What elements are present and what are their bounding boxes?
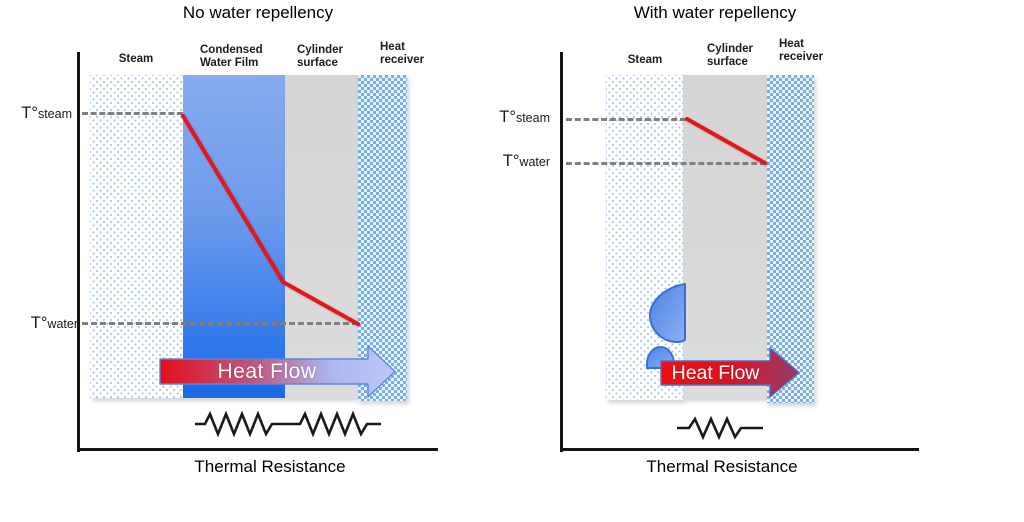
left-tsteam-dashed-line	[82, 112, 183, 115]
right-heat-flow-arrow	[660, 347, 800, 398]
right-heat-receiver-layer	[767, 75, 814, 403]
left-twater-dashed-line	[82, 322, 358, 325]
right-heat-flow-label: Heat Flow	[671, 362, 760, 384]
left-heat-flow-arrow	[159, 345, 396, 398]
left-temperature-profile-line	[181, 114, 360, 326]
right-twater-dashed-line	[566, 162, 766, 165]
left-twater-label: T°water	[30, 314, 78, 332]
left-x-axis	[77, 448, 438, 451]
left-heat-receiver-layer	[358, 75, 407, 401]
right-x-axis-label: Thermal Resistance	[646, 457, 798, 476]
right-steam-layer	[606, 75, 683, 400]
left-film-label: Condensed Water Film	[200, 44, 263, 69]
right-tsteam-dashed-line	[566, 118, 686, 121]
left-heat-flow-label: Heat Flow	[217, 360, 317, 383]
right-receiver-label: Heat receiver	[779, 38, 824, 63]
left-y-axis	[77, 52, 80, 452]
right-steam-label: Steam	[627, 54, 663, 66]
right-temperature-profile-line	[685, 117, 767, 165]
right-y-axis	[560, 52, 563, 452]
right-tsteam-label: T°steam	[499, 108, 550, 126]
left-cylinder-label: Cylinder surface	[297, 44, 344, 69]
right-panel-title: With water repellency	[633, 3, 797, 22]
right-thermal-resistor-symbol	[677, 415, 763, 441]
left-thermal-resistor-symbols	[195, 411, 381, 437]
right-x-axis	[560, 448, 919, 451]
left-steam-label: Steam	[118, 53, 154, 65]
left-cylinder-surface-layer	[285, 75, 358, 398]
left-condensed-water-film-layer	[183, 75, 285, 398]
left-tsteam-label: T°steam	[21, 104, 72, 122]
large-droplet-icon	[649, 283, 686, 343]
left-receiver-label: Heat receiver	[380, 41, 425, 66]
left-x-axis-label: Thermal Resistance	[194, 457, 346, 476]
right-cylinder-surface-layer	[683, 75, 767, 398]
left-steam-layer	[90, 75, 183, 398]
left-panel-title: No water repellency	[182, 3, 334, 22]
right-cylinder-label: Cylinder surface	[707, 43, 754, 68]
right-twater-label: T°water	[502, 152, 550, 170]
